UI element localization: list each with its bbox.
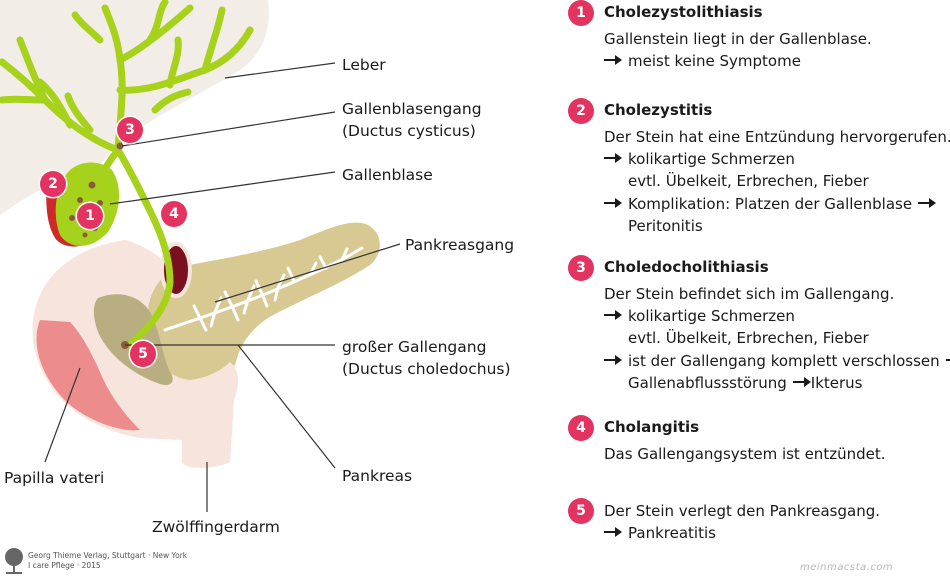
label-gallenblasengang: Gallenblasengang	[342, 100, 482, 118]
item-line: Das Gallengangsystem ist entzündet.	[604, 445, 886, 463]
label-zwoelffingerdarm: Zwölffingerdarm	[152, 518, 280, 536]
marker-4: 4	[161, 201, 187, 227]
arrow-icon	[604, 310, 622, 321]
tree-logo-icon	[5, 548, 23, 574]
item-line: Der Stein verlegt den Pankreasgang.	[604, 502, 880, 520]
item-line: evtl. Übelkeit, Erbrechen, Fieber	[628, 329, 869, 348]
label-pankreas: Pankreas	[342, 467, 413, 485]
arrow-icon	[604, 153, 622, 164]
label-ductus-choledochus: (Ductus choledochus)	[342, 360, 511, 378]
watermark: meinmacsta.com	[800, 562, 894, 573]
item-line: kolikartige Schmerzen	[628, 307, 795, 326]
item-line: Peritonitis	[628, 216, 703, 235]
duodenum-inner	[36, 320, 140, 431]
leader-lines	[44, 62, 401, 512]
marker-2: 2	[40, 171, 66, 197]
credits-line: I care Pflege · 2015	[28, 561, 101, 570]
item-line: Gallenstein liegt in der Gallenblase.	[604, 30, 872, 48]
item-number: 4	[568, 415, 594, 441]
arrow-icon	[918, 197, 937, 208]
arrow-icon	[604, 55, 622, 66]
label-papilla-vateri: Papilla vateri	[4, 469, 105, 487]
marker-3: 3	[117, 117, 143, 143]
item-title: Cholezystitis	[604, 101, 713, 119]
bile-ducts	[0, 0, 254, 349]
item-line: kolikartige Schmerzen	[628, 150, 795, 169]
liver-shape	[0, 0, 269, 215]
arrow-icon	[604, 197, 622, 208]
gallstones	[69, 181, 103, 238]
arrow-icon	[792, 376, 811, 387]
item-line: ist der Gallengang komplett verschlossen	[628, 351, 940, 370]
marker-1: 1	[77, 203, 103, 229]
item-line: Komplikation: Platzen der Gallenblase	[628, 194, 913, 213]
item-number: 3	[568, 255, 594, 281]
item-title: Choledocholithiasis	[604, 258, 769, 276]
duct-stone	[116, 142, 124, 150]
item-number: 1	[568, 0, 594, 26]
credits-line: Georg Thieme Verlag, Stuttgart · New Yor…	[28, 551, 188, 560]
label-grosser-gallengang: großer Gallengang	[342, 338, 487, 356]
item-line: evtl. Übelkeit, Erbrechen, Fieber	[628, 172, 869, 191]
label-leber: Leber	[342, 56, 386, 74]
item-line: Der Stein befindet sich im Gallengang.	[604, 285, 895, 303]
item-line: Gallenabflussstörung	[628, 373, 787, 392]
marker-5: 5	[130, 341, 156, 367]
item-line: Der Stein hat eine Entzündung hervorgeru…	[604, 128, 950, 146]
item-number: 5	[568, 498, 594, 524]
label-gallenblase: Gallenblase	[342, 166, 433, 184]
item-line: meist keine Symptome	[628, 52, 801, 71]
label-ductus-cysticus: (Ductus cysticus)	[342, 122, 476, 140]
item-title: Cholezystolithiasis	[604, 3, 763, 21]
item-title: Cholangitis	[604, 418, 700, 436]
item-line: Ikterus	[810, 373, 863, 392]
credits: Georg Thieme Verlag, Stuttgart · New Yor…	[28, 551, 187, 571]
arrow-icon	[604, 527, 622, 538]
item-number: 2	[568, 98, 594, 124]
arrow-icon	[604, 354, 622, 365]
arrow-icon	[945, 355, 950, 365]
item-line: Pankreatitis	[628, 524, 716, 543]
label-pankreasgang: Pankreasgang	[405, 236, 515, 254]
